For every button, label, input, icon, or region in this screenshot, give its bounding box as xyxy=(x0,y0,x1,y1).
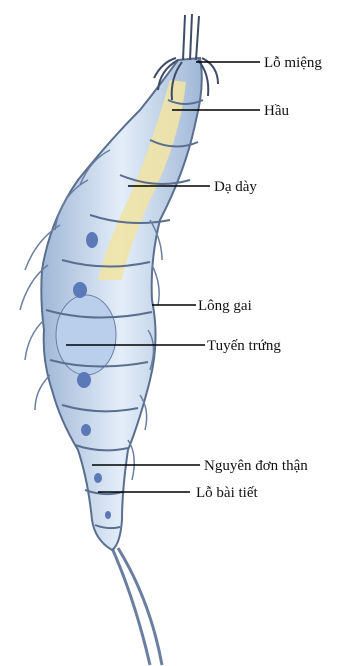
body-outline xyxy=(41,58,201,550)
label-mouth: Lỗ miệng xyxy=(264,55,322,71)
cell-nucleus xyxy=(94,473,102,483)
label-pharynx: Hầu xyxy=(264,103,289,119)
label-stomach: Dạ dày xyxy=(214,179,257,195)
cell-nucleus xyxy=(86,232,98,248)
organism-illustration xyxy=(20,14,218,665)
label-ovary: Tuyến trứng xyxy=(207,338,281,354)
label-spines: Lông gai xyxy=(198,298,252,314)
label-excretory-pore: Lỗ bài tiết xyxy=(196,485,258,501)
tail-filament-left xyxy=(112,548,150,665)
cell-nucleus xyxy=(105,511,111,519)
cell-nucleus xyxy=(77,372,91,388)
label-protonephridia: Nguyên đơn thận xyxy=(204,458,308,474)
cell-nucleus xyxy=(73,282,87,298)
tail-filament-right xyxy=(118,548,162,665)
cell-nucleus xyxy=(81,424,91,436)
